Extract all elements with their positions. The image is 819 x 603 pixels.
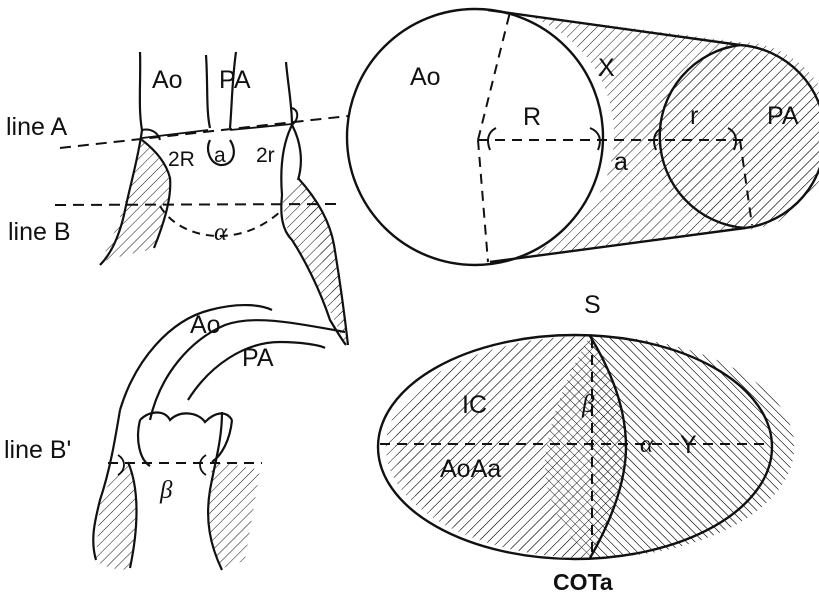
- x-label: X: [598, 54, 615, 82]
- cota-label: COTa: [553, 569, 613, 595]
- panel-top-left: [54, 51, 350, 346]
- panel-bottom-right: [376, 333, 795, 561]
- two-r-small-label: 2r: [256, 144, 275, 167]
- bottom-left-beta-label: β: [159, 477, 173, 504]
- line-b-prime-label: line B': [4, 436, 71, 464]
- two-r-big-label: 2R: [168, 148, 195, 171]
- bottom-right-beta-label: β: [581, 391, 595, 418]
- r-big-label: R: [523, 103, 541, 131]
- s-label: S: [584, 291, 601, 319]
- top-right-pa-label: PA: [767, 102, 799, 130]
- line-b-label: line B: [8, 218, 71, 246]
- top-left-ao-label: Ao: [152, 66, 183, 94]
- aoaa-label: AoAa: [440, 455, 501, 483]
- top-left-pa-label: PA: [219, 66, 251, 94]
- panel-bottom-left: [92, 303, 346, 571]
- top-right-a-label: a: [614, 148, 628, 176]
- a-small-label: a: [214, 144, 226, 167]
- y-label: Y: [680, 431, 697, 459]
- ic-label: IC: [462, 391, 487, 419]
- r-small-label: r: [690, 102, 698, 130]
- alpha-label-top: α: [214, 219, 228, 246]
- panel-top-right: [345, 7, 819, 267]
- bottom-left-pa-label: PA: [242, 344, 274, 372]
- line-a-label: line A: [6, 113, 67, 141]
- top-right-ao-label: Ao: [410, 63, 441, 91]
- bottom-left-ao-label: Ao: [190, 311, 221, 339]
- bottom-right-alpha-label: α: [640, 431, 654, 458]
